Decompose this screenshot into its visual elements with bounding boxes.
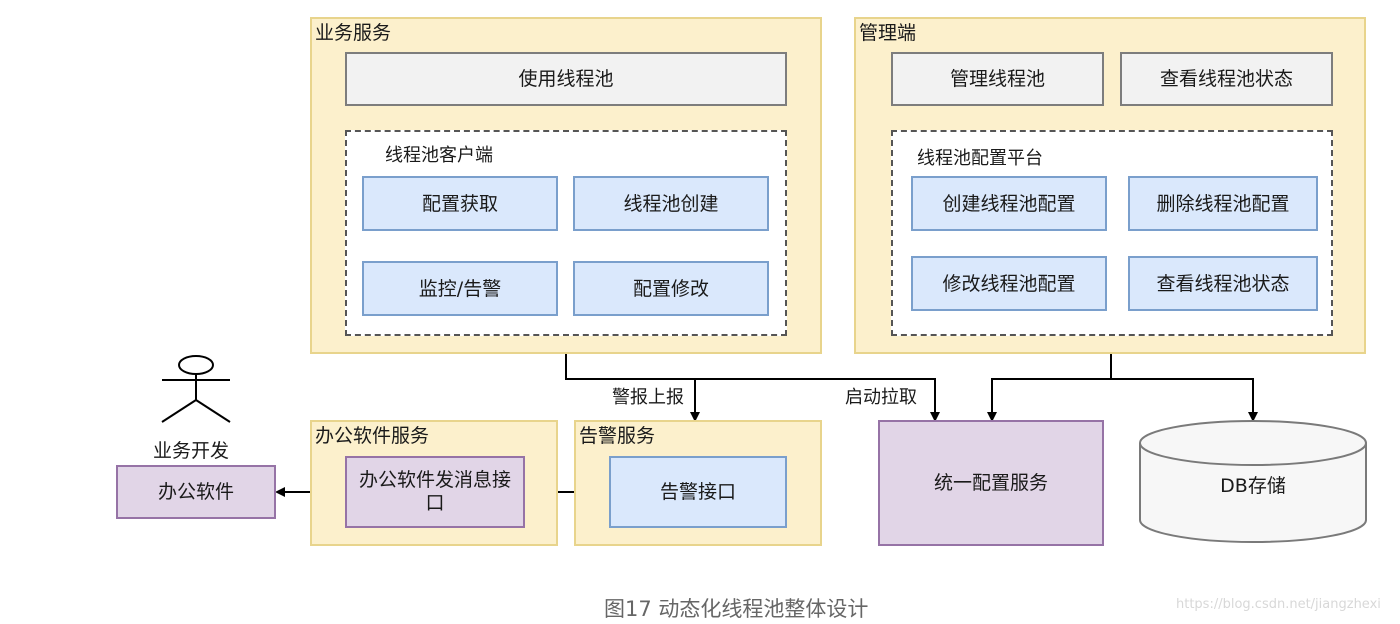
modify-config-box[interactable]: 修改线程池配置 xyxy=(911,256,1107,311)
monitor-alarm-box[interactable]: 监控/告警 xyxy=(362,261,558,316)
edge-business-to-config xyxy=(695,378,940,422)
platform-view-status-box[interactable]: 查看线程池状态 xyxy=(1128,256,1318,311)
config-fetch-box[interactable]: 配置获取 xyxy=(362,176,558,231)
edge-business-to-alarm xyxy=(565,336,700,422)
config-service-box[interactable]: 统一配置服务 xyxy=(878,420,1104,546)
edge-admin-to-config xyxy=(987,336,1112,422)
business-service-title: 业务服务 xyxy=(315,22,392,44)
office-app-box[interactable]: 办公软件 xyxy=(116,465,276,519)
config-modify-box[interactable]: 配置修改 xyxy=(573,261,769,316)
office-service-title: 办公软件服务 xyxy=(315,425,430,447)
alarm-service-title: 告警服务 xyxy=(579,425,656,447)
view-status-box[interactable]: 查看线程池状态 xyxy=(1120,52,1333,106)
create-config-box[interactable]: 创建线程池配置 xyxy=(911,176,1107,231)
use-pool-box[interactable]: 使用线程池 xyxy=(345,52,787,106)
watermark: https://blog.csdn.net/jiangzhexi xyxy=(1176,597,1381,612)
alarm-report-label: 警报上报 xyxy=(612,383,684,409)
office-message-api-box[interactable]: 办公软件发消息接口 xyxy=(345,456,525,528)
admin-title: 管理端 xyxy=(859,22,917,44)
actor-icon xyxy=(161,355,231,423)
db-cylinder-icon xyxy=(1139,420,1367,543)
pool-client-title: 线程池客户端 xyxy=(385,145,493,166)
config-platform-title: 线程池配置平台 xyxy=(917,148,1043,169)
edge-admin-to-db xyxy=(1111,378,1258,422)
delete-config-box[interactable]: 删除线程池配置 xyxy=(1128,176,1318,231)
startup-pull-label: 启动拉取 xyxy=(845,383,917,409)
figure-caption: 图17 动态化线程池整体设计 xyxy=(604,597,869,621)
manage-pool-box[interactable]: 管理线程池 xyxy=(891,52,1104,106)
actor-label: 业务开发 xyxy=(153,440,230,462)
alarm-api-box[interactable]: 告警接口 xyxy=(609,456,787,528)
db-storage-label[interactable]: DB存储 xyxy=(1220,475,1286,497)
office-message-api-label: 办公软件发消息接口 xyxy=(358,469,511,514)
pool-create-box[interactable]: 线程池创建 xyxy=(573,176,769,231)
